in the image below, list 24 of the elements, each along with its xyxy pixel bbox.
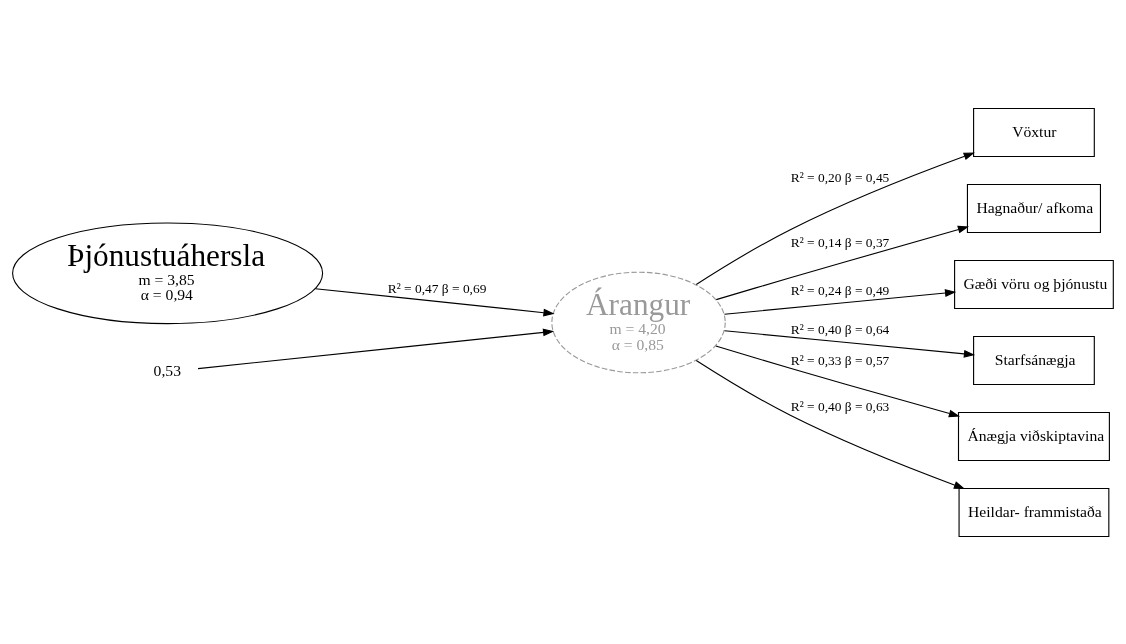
arrow	[314, 287, 555, 317]
arrow	[723, 329, 976, 358]
edge-label: R² = 0,33 β = 0,57	[790, 352, 890, 368]
edge-label: R² = 0,47 β = 0,69	[387, 280, 487, 296]
arrow	[695, 359, 966, 489]
node-ellipse: Árangur m = 4,20 α = 0,85	[551, 271, 726, 373]
arrow	[715, 225, 970, 300]
arrow	[723, 288, 957, 315]
node-box: Hagnaður/ afkoma	[966, 183, 1101, 233]
edge-label: R² = 0,24 β = 0,49	[790, 282, 890, 298]
edge-label: R² = 0,40 β = 0,63	[790, 398, 890, 414]
node-text: 0,53	[153, 361, 181, 379]
node-box: Ánægja viðskiptavina	[957, 411, 1110, 461]
arrow	[695, 152, 975, 285]
arrow	[197, 328, 555, 369]
arrow	[715, 344, 961, 417]
edge-label: R² = 0,20 β = 0,45	[790, 169, 890, 185]
node-box: Starfsánægja	[973, 335, 1095, 385]
edge-label: R² = 0,14 β = 0,37	[790, 234, 890, 250]
node-box: Gæði vöru og þjónustu	[954, 259, 1114, 309]
edge-label: R² = 0,40 β = 0,64	[790, 321, 890, 337]
node-box: Heildar- frammistaða	[958, 487, 1110, 537]
node-box: Vöxtur	[973, 107, 1095, 157]
node-ellipse: Þjónustuáhersla m = 3,85 α = 0,94	[12, 221, 324, 324]
